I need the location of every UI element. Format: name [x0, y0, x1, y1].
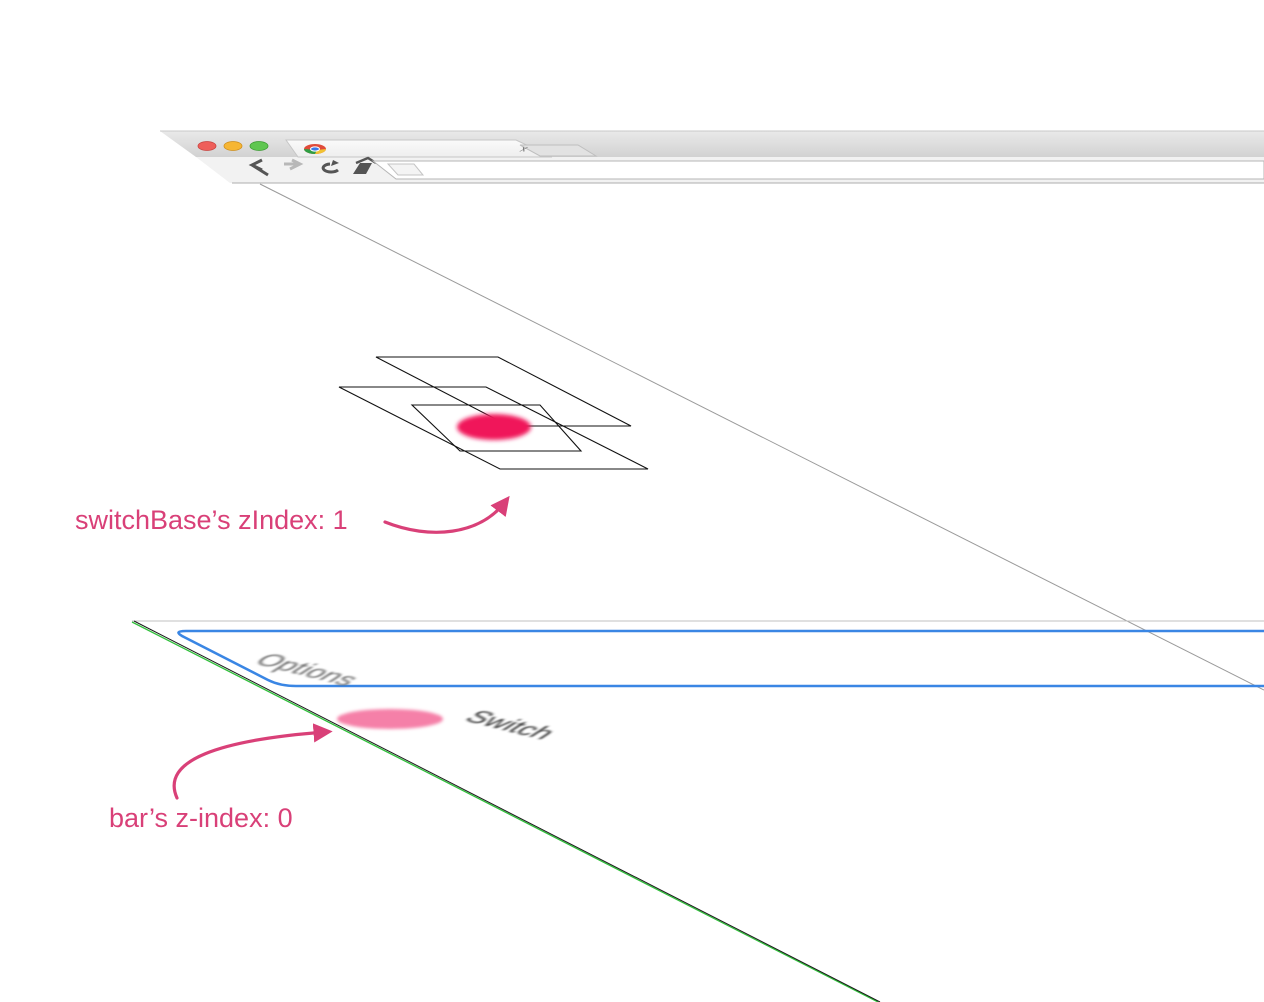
close-dot-icon[interactable]	[197, 141, 217, 151]
browser-tab[interactable]	[285, 139, 553, 158]
switch-base-annotation-arrow	[383, 495, 510, 534]
switch-base-outer-frame	[375, 356, 632, 427]
options-box[interactable]	[177, 629, 1264, 688]
address-bar[interactable]	[371, 160, 1264, 180]
browser-layer: ×	[160, 130, 1264, 691]
new-tab-button[interactable]	[519, 144, 598, 157]
minimize-dot-icon[interactable]	[223, 141, 243, 151]
reload-icon[interactable]	[321, 160, 339, 174]
zoom-dot-icon[interactable]	[249, 141, 269, 151]
switch-bar[interactable]	[337, 709, 443, 729]
switch-thumb[interactable]	[457, 414, 531, 440]
switch-base-layer	[338, 356, 649, 470]
switch-base-root-frame	[338, 386, 649, 470]
bar-annotation-arrow	[172, 723, 333, 800]
ui-layer-left-edge	[131, 621, 879, 1002]
address-bar-page-icon	[386, 163, 425, 176]
forward-arrow-icon[interactable]	[284, 158, 304, 171]
chrome-logo-icon	[304, 144, 326, 154]
ui-layer: Options Options Switch	[131, 620, 1264, 1002]
switch-base-inner-frame	[410, 404, 583, 452]
ui-layer-left-edge-shadow	[133, 620, 881, 1002]
browser-layer-edge	[259, 183, 1264, 691]
bar-annotation-text: bar’s z-index: 0	[109, 803, 293, 833]
options-label-text: Options	[248, 650, 367, 690]
annotation-bar: bar’s z-index: 0	[109, 723, 333, 833]
switch-label: Switch	[458, 707, 563, 744]
switch-base-annotation-text: switchBase’s zIndex: 1	[75, 505, 348, 535]
annotation-switch-base: switchBase’s zIndex: 1	[75, 495, 510, 535]
back-arrow-icon[interactable]	[248, 158, 269, 177]
